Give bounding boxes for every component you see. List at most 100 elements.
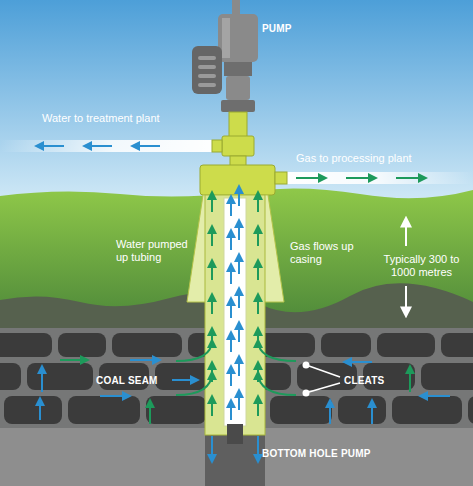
illustration-line [405, 286, 407, 316]
water-arrow [230, 332, 232, 352]
coal-rock [155, 363, 213, 390]
water-arrow [230, 298, 232, 318]
water-arrow [230, 400, 232, 420]
coal-rock [146, 396, 206, 424]
water-arrow [238, 186, 240, 206]
water-arrow [230, 366, 232, 386]
illustration-rect [0, 140, 225, 152]
illustration-line [132, 145, 160, 147]
illustration-line [420, 395, 450, 397]
illustration-rect [222, 136, 254, 156]
coal-rock [392, 396, 462, 424]
illustration-line [396, 177, 426, 179]
coal-rock [468, 396, 473, 424]
illustration-rect [224, 198, 246, 426]
illustration-rect [224, 62, 252, 76]
water-arrow [238, 220, 240, 240]
water-arrow [238, 390, 240, 410]
flow-label: Gas to processing plant [296, 152, 446, 165]
illustration-rect [205, 195, 265, 435]
illustration-rect [218, 14, 258, 62]
flow-label: Water pumped up tubing [116, 238, 196, 264]
illustration-line [130, 359, 160, 361]
illustration-rect [198, 83, 216, 87]
illustration-line [41, 366, 43, 392]
gas-arrow [257, 396, 259, 416]
illustration-rect [280, 172, 473, 184]
illustration-rect [198, 56, 216, 60]
coal-rock [68, 396, 140, 424]
illustration-line [211, 436, 213, 462]
illustration-rect [200, 165, 275, 195]
illustration-line [172, 379, 198, 381]
illustration-line [309, 366, 340, 377]
gas-arrow [211, 192, 213, 212]
part-label: BOTTOM HOLE PUMP [262, 447, 412, 460]
illustration-rect [275, 172, 287, 184]
illustration-circle [303, 390, 310, 397]
illustration-path [176, 340, 212, 361]
coal-rock [421, 363, 473, 390]
illustration-path [176, 372, 212, 395]
illustration-line [84, 145, 112, 147]
illustration-line [36, 145, 64, 147]
illustration-rect [212, 140, 222, 152]
illustration-rect [226, 76, 250, 100]
gas-arrow [257, 226, 259, 246]
illustration-rect [198, 74, 216, 78]
flow-label: Gas flows up casing [290, 240, 364, 266]
illustration-line [39, 398, 41, 420]
coal-rock [4, 396, 62, 424]
coal-rock [338, 396, 386, 424]
illustration-line [409, 366, 411, 392]
coal-rock [321, 333, 371, 357]
illustration-rect [198, 65, 216, 69]
illustration-rect [0, 0, 473, 200]
illustration-path [258, 340, 296, 361]
part-label: PUMP [262, 22, 322, 35]
layer-label: COAL SEAM [96, 374, 170, 387]
dimension-label: Typically 300 to 1000 metres [374, 253, 469, 279]
water-arrow [230, 264, 232, 284]
illustration-circle [303, 362, 310, 369]
illustration-rect [227, 424, 243, 444]
water-arrow [238, 322, 240, 342]
coal-rock [441, 333, 473, 357]
part-label: CLEATS [344, 374, 404, 387]
gas-arrow [211, 396, 213, 416]
coal-rock [58, 333, 106, 357]
gas-arrow [211, 260, 213, 280]
illustration-line [257, 436, 259, 462]
gas-arrow [257, 192, 259, 212]
water-arrow [238, 356, 240, 376]
illustration-line [309, 383, 340, 392]
illustration-line [371, 400, 373, 424]
illustration-line [296, 177, 326, 179]
illustration-line [149, 400, 151, 424]
water-arrow [230, 230, 232, 250]
illustration-line [405, 218, 407, 246]
illustration-line [344, 361, 372, 363]
illustration-line [346, 177, 376, 179]
water-arrow [230, 196, 232, 216]
gas-arrow [211, 294, 213, 314]
coal-rock [27, 363, 93, 390]
coal-rock [112, 333, 182, 357]
coal-rock [0, 363, 21, 390]
gas-arrow [257, 260, 259, 280]
illustration-rect [221, 100, 255, 112]
water-arrow [238, 254, 240, 274]
gas-arrow [211, 226, 213, 246]
illustration-line [60, 359, 88, 361]
illustration-g [212, 186, 258, 420]
illustration-rect [192, 46, 222, 94]
coal-rock [377, 333, 435, 357]
water-arrow [238, 288, 240, 308]
flow-label: Water to treatment plant [42, 112, 192, 125]
gas-arrow [257, 294, 259, 314]
illustration-line [100, 395, 130, 397]
coal-rock [0, 333, 52, 357]
illustration-path [258, 372, 296, 395]
coal-rock [270, 396, 332, 424]
